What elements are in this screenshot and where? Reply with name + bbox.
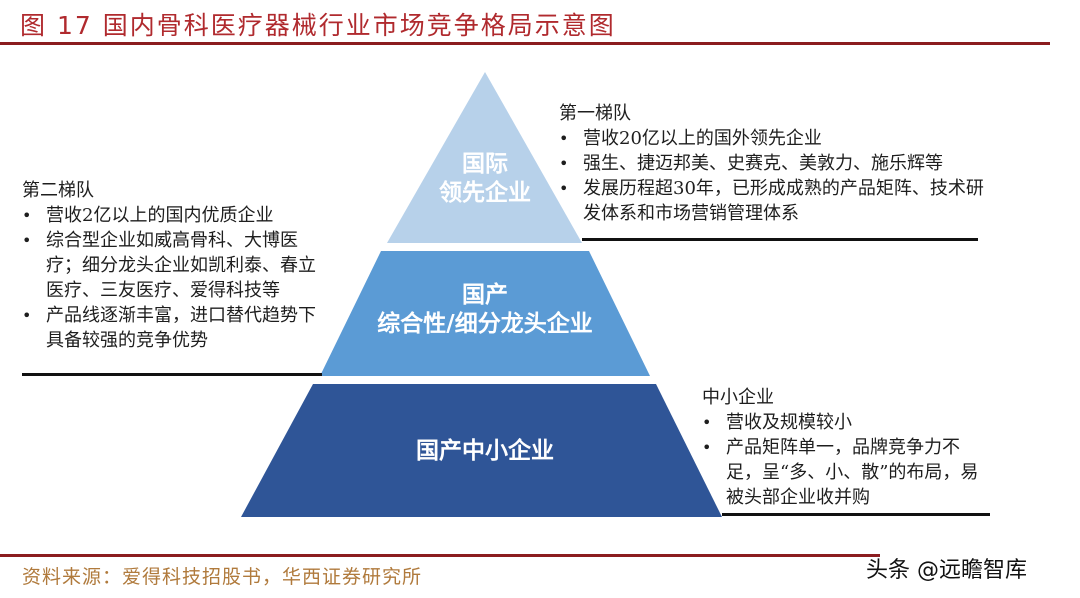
- tier2-underline: [22, 373, 322, 376]
- bullet-item: 综合型企业如威高骨科、大博医疗；细分龙头企业如凯利泰、春立医疗、三友医疗、爱得科…: [22, 228, 322, 303]
- tier-top-label-line1: 国际: [462, 151, 508, 177]
- pyramid-tier-middle: [320, 251, 650, 376]
- pyramid-tier-bottom: [241, 384, 722, 517]
- tier1-notes: 第一梯队 营收20亿以上的国外领先企业 强生、捷迈邦美、史赛克、美敦力、施乐辉等…: [559, 101, 989, 226]
- tier-middle-label-line2: 综合性/细分龙头企业: [377, 310, 593, 337]
- bullet-item: 产品线逐渐丰富，进口替代趋势下具备较强的竞争优势: [22, 303, 322, 353]
- bullet-item: 发展历程超30年，已形成成熟的产品矩阵、技术研发体系和市场营销管理体系: [559, 176, 989, 226]
- tier-middle-label: 国产 综合性/细分龙头企业: [355, 281, 615, 339]
- bullet-item: 产品矩阵单一，品牌竞争力不足，呈“多、小、散”的布局，易被头部企业收并购: [702, 435, 990, 510]
- title-divider: [0, 42, 1050, 45]
- tier3-notes: 中小企业 营收及规模较小 产品矩阵单一，品牌竞争力不足，呈“多、小、散”的布局，…: [702, 385, 990, 510]
- pyramid-tier-top: [387, 72, 582, 243]
- tier-bottom-label-line1: 国产中小企业: [416, 438, 554, 464]
- tier1-underline: [582, 238, 978, 241]
- tier-top-label: 国际 领先企业: [415, 150, 555, 208]
- source-note: 资料来源：爱得科技招股书，华西证券研究所: [22, 566, 423, 588]
- tier1-bullets: 营收20亿以上的国外领先企业 强生、捷迈邦美、史赛克、美敦力、施乐辉等 发展历程…: [559, 126, 989, 226]
- tier3-underline: [722, 513, 990, 516]
- tier-middle-label-line1: 国产: [462, 282, 508, 308]
- tier-top-label-line2: 领先企业: [439, 179, 531, 206]
- bullet-item: 营收2亿以上的国内优质企业: [22, 203, 322, 228]
- figure-title: 图 17 国内骨科医疗器械行业市场竞争格局示意图: [20, 11, 616, 40]
- tier1-heading: 第一梯队: [559, 103, 631, 124]
- tier3-bullets: 营收及规模较小 产品矩阵单一，品牌竞争力不足，呈“多、小、散”的布局，易被头部企…: [702, 410, 990, 510]
- footer-divider: [0, 554, 880, 557]
- tier2-notes: 第二梯队 营收2亿以上的国内优质企业 综合型企业如威高骨科、大博医疗；细分龙头企…: [22, 178, 322, 353]
- tier2-bullets: 营收2亿以上的国内优质企业 综合型企业如威高骨科、大博医疗；细分龙头企业如凯利泰…: [22, 203, 322, 353]
- tier-bottom-label: 国产中小企业: [380, 437, 590, 466]
- bullet-item: 强生、捷迈邦美、史赛克、美敦力、施乐辉等: [559, 151, 989, 176]
- bullet-item: 营收20亿以上的国外领先企业: [559, 126, 989, 151]
- watermark: 头条 @远瞻智库: [866, 558, 1027, 583]
- bullet-item: 营收及规模较小: [702, 410, 990, 435]
- tier3-heading: 中小企业: [702, 387, 774, 408]
- tier2-heading: 第二梯队: [22, 180, 94, 201]
